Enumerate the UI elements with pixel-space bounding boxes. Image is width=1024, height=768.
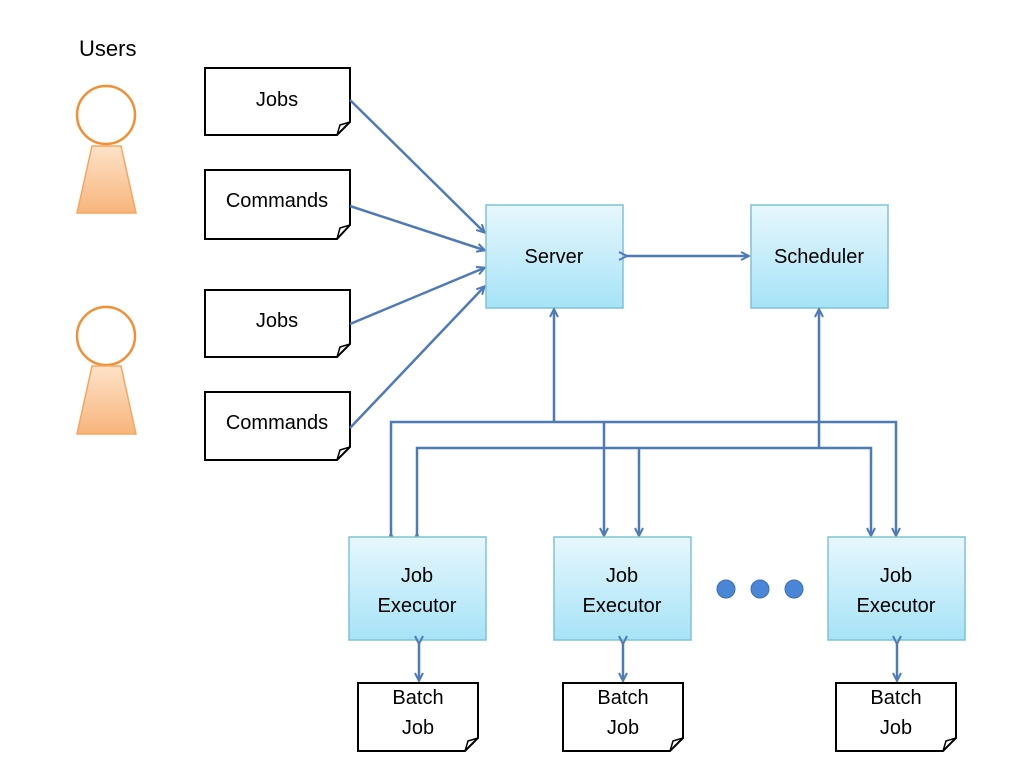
users-label: Users [79, 36, 136, 61]
user-icon [75, 305, 137, 435]
commands-document: Commands [204, 169, 351, 240]
arrow [417, 446, 871, 535]
executor-label-line2: Executor [857, 595, 936, 617]
document-label: Commands [226, 190, 328, 212]
executor-label-line1: Job [606, 565, 638, 587]
document-label: Jobs [256, 310, 298, 332]
batch-label-line1: Batch [392, 687, 443, 709]
job-executor-node: Job Executor [553, 536, 692, 641]
document-label: Jobs [256, 89, 298, 111]
batch-label-line2: Job [607, 717, 639, 739]
executor-label-line1: Job [880, 565, 912, 587]
batch-label-line2: Job [880, 717, 912, 739]
arrow [349, 99, 484, 232]
executor-label-line1: Job [401, 565, 433, 587]
batch-label-line2: Job [402, 717, 434, 739]
document-arrows [349, 99, 484, 429]
batch-arrows [419, 643, 897, 680]
dot [750, 579, 770, 599]
scheduler-node: Scheduler [750, 204, 889, 309]
dot [784, 579, 804, 599]
job-executor-node: Job Executor [348, 536, 487, 641]
server-node: Server [485, 204, 624, 309]
batch-label-line1: Batch [870, 687, 921, 709]
arrow [349, 204, 484, 250]
executor-label-line2: Executor [583, 595, 662, 617]
jobs-document: Jobs [204, 67, 351, 136]
user-icon [75, 84, 137, 214]
dot [716, 579, 736, 599]
executor-connections [391, 310, 896, 535]
jobs-document: Jobs [204, 289, 351, 358]
commands-document: Commands [204, 391, 351, 461]
executor-label-line2: Executor [378, 595, 457, 617]
batch-job-document: Batch Job [562, 682, 684, 752]
arrow [391, 420, 896, 535]
document-label: Commands [226, 412, 328, 434]
server-label: Server [525, 246, 584, 268]
job-executor-node: Job Executor [827, 536, 966, 641]
batch-job-document: Batch Job [357, 682, 479, 752]
arrow [349, 268, 484, 326]
batch-job-document: Batch Job [835, 682, 957, 752]
arrow [349, 287, 484, 429]
batch-label-line1: Batch [597, 687, 648, 709]
ellipsis-dots [716, 579, 804, 599]
scheduler-label: Scheduler [774, 246, 864, 268]
